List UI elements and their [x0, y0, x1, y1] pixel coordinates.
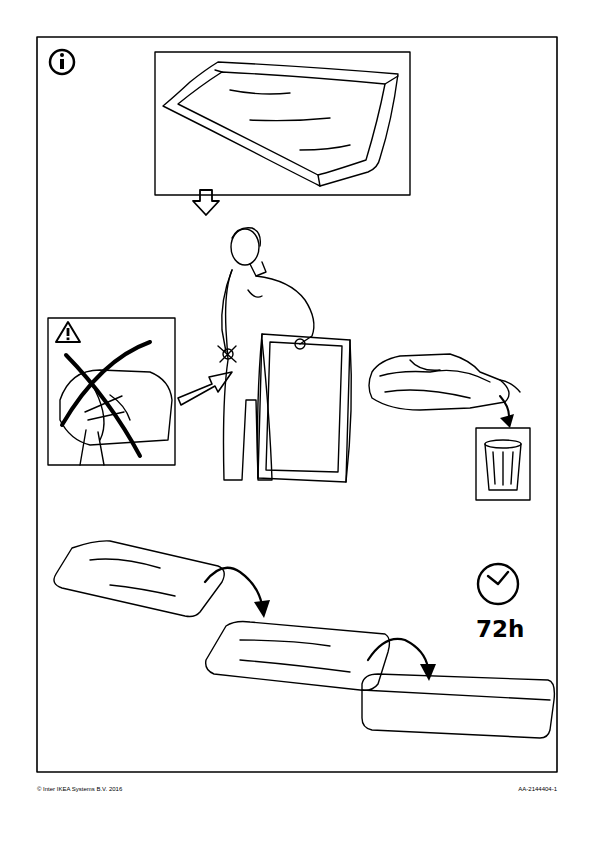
- warning-icon: [56, 322, 80, 342]
- discard-arrowhead: [500, 414, 514, 428]
- pointer-arrow: [178, 372, 232, 405]
- waste-bin: [485, 440, 521, 490]
- wrong-cut-detail: [60, 342, 172, 465]
- cushion-half: [206, 622, 390, 691]
- info-icon: [50, 50, 74, 74]
- copyright-note: © Inter IKEA Systems B.V. 2016: [37, 786, 122, 792]
- inset-frame: [155, 52, 410, 195]
- duration-label: 72h: [476, 618, 524, 641]
- cushion-full: [362, 674, 554, 738]
- document-code: AA-2144404-1: [518, 786, 557, 792]
- man-figure: [218, 228, 351, 482]
- packed-cushion: [163, 62, 398, 186]
- packaging-pile: [369, 354, 520, 410]
- clock-icon: [478, 564, 518, 604]
- cushion-flat: [54, 541, 224, 617]
- expansion-arrows: [205, 568, 436, 681]
- page-frame: [37, 37, 557, 772]
- down-arrow: [193, 190, 219, 215]
- bin-frame: [476, 428, 530, 500]
- warning-frame: [48, 318, 175, 465]
